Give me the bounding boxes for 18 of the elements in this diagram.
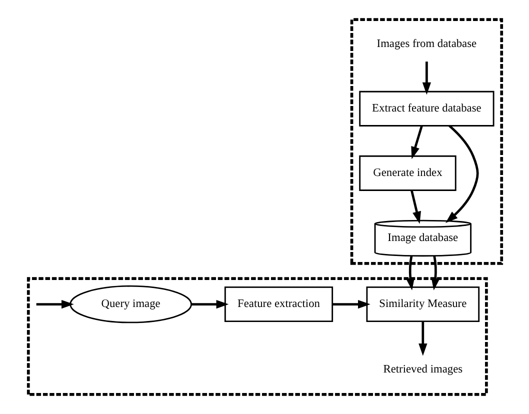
arrow [410,126,422,160]
node-box: Feature extraction [224,286,333,322]
arrow [190,300,228,309]
arrow [418,322,427,356]
node-ellipse: Query image [69,285,192,324]
node-box: Generate index [358,155,456,191]
arrow [422,62,431,95]
arrow [36,300,74,309]
arrow [406,256,414,290]
node-box: Similarity Measure [366,286,480,322]
arrow [430,256,440,290]
arrow [332,300,370,309]
arrow [444,124,478,223]
cluster [350,18,503,265]
arrow [410,190,420,224]
node-text: Images from database [376,38,476,50]
node-box: Extract feature database [358,90,494,126]
node-text: Retrieved images [382,364,462,376]
